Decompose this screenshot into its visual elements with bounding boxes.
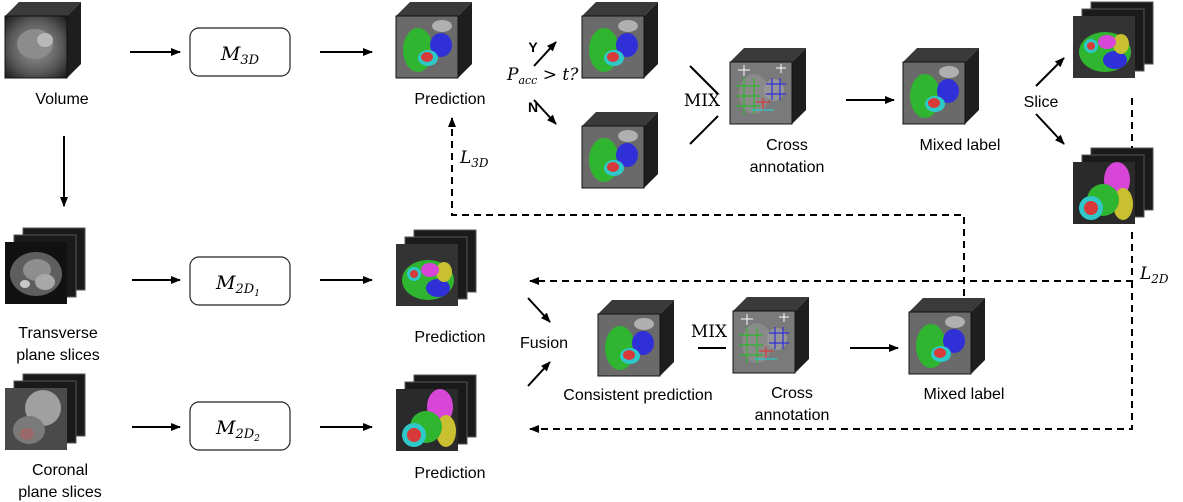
slice-label: Slice — [1024, 94, 1059, 111]
sliced-transverse-image — [1072, 1, 1154, 79]
loss-2d-label: L2D — [1139, 264, 1169, 286]
consistent-prediction-label: Consistent prediction — [563, 387, 712, 404]
cross-label-top: Cross — [766, 137, 808, 154]
line-mix-top-upper — [689, 65, 719, 95]
coronal-slices-image — [4, 373, 86, 451]
prediction-2d2-label: Prediction — [414, 465, 485, 482]
model-2d1-box — [189, 256, 291, 306]
arrow-fusion-in-bottom — [527, 361, 551, 387]
cross-annotation-3d-image — [729, 47, 807, 125]
prediction-3d-label: Prediction — [414, 91, 485, 108]
fusion-label: Fusion — [520, 335, 568, 352]
arrow-no — [533, 99, 557, 125]
model-2d1-label: M2D1 — [215, 272, 260, 299]
annotation-label-bottom: annotation — [755, 407, 830, 424]
mixed-label-bottom: Mixed label — [924, 386, 1005, 403]
arrow-yes — [533, 41, 557, 67]
loss-3d-label: L3D — [459, 148, 489, 170]
model-3d-label: M3D — [220, 43, 260, 68]
volume-label: Volume — [35, 91, 88, 108]
mix-label-top: MIX — [684, 91, 721, 111]
consistent-prediction-image — [597, 299, 675, 377]
mixed-label-top: Mixed label — [920, 137, 1001, 154]
model-2d2-label: M2D2 — [215, 417, 260, 444]
mix-label-bottom: MIX — [691, 322, 728, 342]
cross-label-bottom: Cross — [771, 385, 813, 402]
prediction-2d1-image — [395, 229, 477, 307]
no-label: N — [528, 99, 538, 115]
coronal-label-2: plane slices — [18, 484, 102, 501]
condition-label: Pacc > t? — [506, 65, 579, 87]
sliced-coronal-image — [1072, 147, 1154, 225]
model-3d-box — [189, 27, 291, 77]
mixed-label-2d-image — [908, 297, 986, 375]
mixed-label-3d-image — [902, 47, 980, 125]
prediction-3d-image — [395, 1, 473, 79]
prediction-yes-image — [581, 1, 659, 79]
yes-label: Y — [528, 39, 538, 55]
arrow-slice-down — [1035, 113, 1065, 145]
model-2d2-box — [189, 401, 291, 451]
transverse-label-2: plane slices — [16, 347, 100, 364]
dashed-loss-2d-bottom-path — [529, 281, 1133, 433]
prediction-2d2-image — [395, 374, 477, 452]
transverse-label-1: Transverse — [18, 325, 98, 342]
annotation-label-top: annotation — [750, 159, 825, 176]
coronal-label-1: Coronal — [32, 462, 88, 479]
arrow-slice-up — [1035, 57, 1065, 87]
volume-image — [4, 1, 82, 79]
cross-annotation-2d-image — [732, 296, 810, 374]
dashed-loss-3d-path — [448, 117, 965, 296]
dashed-loss-2d-top-path — [529, 232, 1133, 285]
line-mix-top-lower — [689, 115, 719, 145]
transverse-slices-image — [4, 227, 86, 305]
arrow-fusion-in-top — [527, 297, 551, 323]
prediction-2d1-label: Prediction — [414, 329, 485, 346]
prediction-no-image — [581, 111, 659, 189]
